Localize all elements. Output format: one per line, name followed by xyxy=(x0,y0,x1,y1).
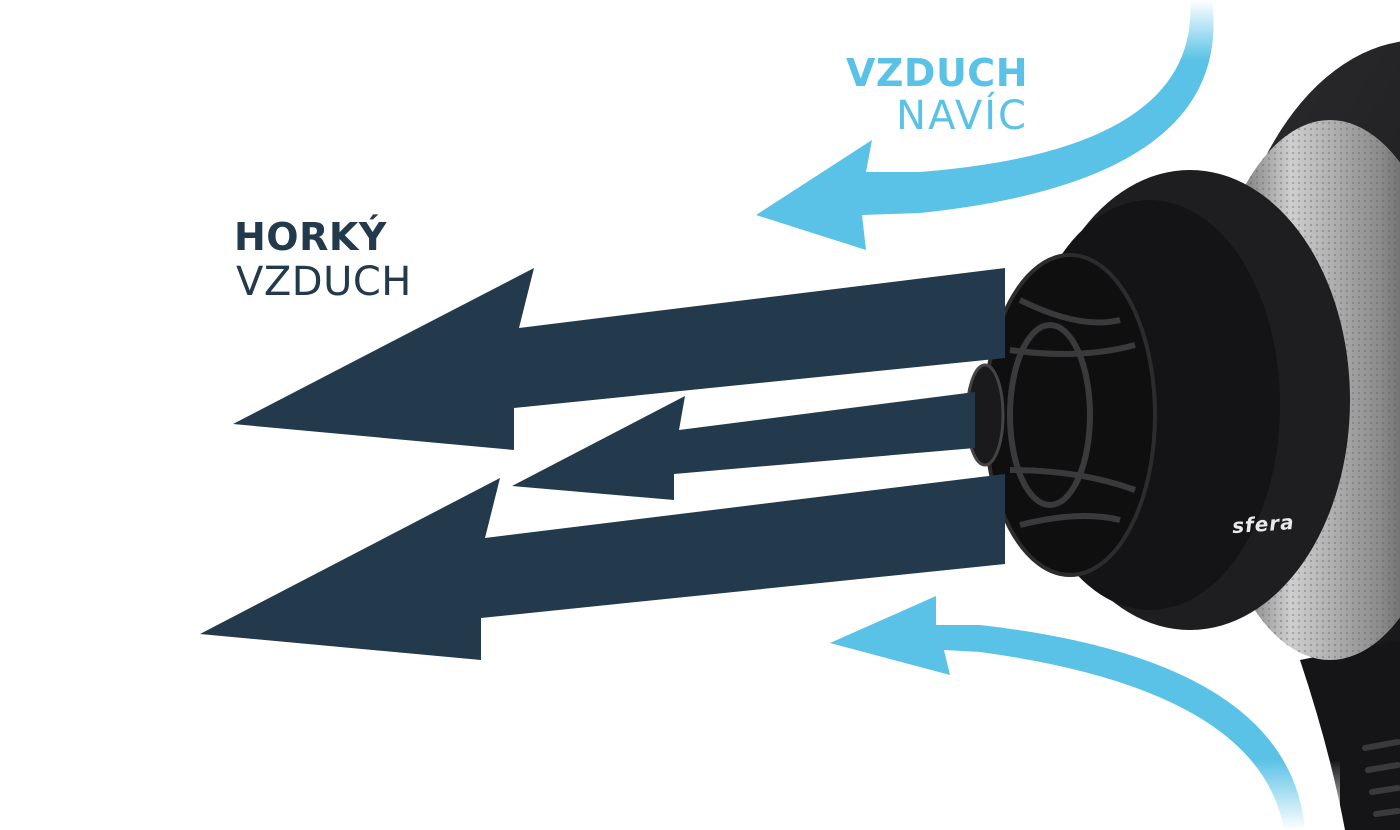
hot-air-arrow-bottom xyxy=(200,474,1005,660)
extra-air-bottom-fade xyxy=(1240,760,1340,830)
hair-dryer xyxy=(965,41,1400,830)
hot-air-arrow-top xyxy=(233,268,1005,450)
grille-vanes xyxy=(1007,297,1137,528)
extra-air-arrow-top xyxy=(756,0,1214,250)
handle-grip-ridges xyxy=(1362,739,1400,817)
dryer-handle xyxy=(1300,640,1400,830)
hot-air-arrow-middle xyxy=(512,392,975,500)
hot-air-label-bold: HORKÝ xyxy=(234,215,387,259)
extra-air-arrows xyxy=(756,0,1340,830)
hot-air-arrows xyxy=(200,268,1005,660)
extra-air-label-light: NAVÍC xyxy=(896,93,1028,139)
extra-air-top-fade xyxy=(1150,0,1260,60)
hot-air-label-light: VZDUCH xyxy=(236,259,412,305)
extra-air-label-bold: VZDUCH xyxy=(845,51,1028,95)
extra-air-arrow-bottom xyxy=(830,596,1305,830)
brand-logo-text: sfera xyxy=(1231,509,1296,539)
